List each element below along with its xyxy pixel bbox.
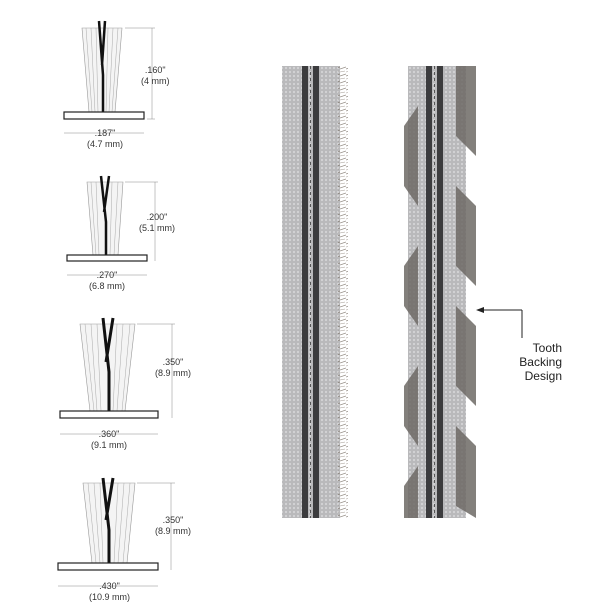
width-mm: (4.7 mm) bbox=[87, 139, 123, 149]
profile-2-height-label: .200" (5.1 mm) bbox=[139, 212, 175, 234]
height-mm: (8.9 mm) bbox=[155, 526, 191, 536]
width-mm: (10.9 mm) bbox=[88, 592, 130, 602]
weatherstrip-profile-3: .350" (8.9 mm) .360" (9.1 mm) bbox=[55, 312, 195, 457]
width-mm: (6.8 mm) bbox=[89, 281, 125, 291]
width-mm: (9.1 mm) bbox=[91, 440, 127, 450]
tooth-backing-callout: Tooth Backing Design bbox=[480, 341, 562, 383]
width-inches: .430" bbox=[99, 581, 120, 591]
weatherstrip-profile-2: .200" (5.1 mm) .270" (6.8 mm) bbox=[55, 172, 175, 297]
weatherstrip-profile-1: .160" (4 mm) .187" (4.7 mm) bbox=[55, 15, 175, 150]
height-inches: .200" bbox=[146, 212, 168, 222]
profile-2-drawing bbox=[66, 175, 158, 276]
height-inches: .350" bbox=[162, 515, 184, 525]
callout-arrow-icon bbox=[476, 307, 523, 338]
profile-2-width-label: .270" (6.8 mm) bbox=[87, 270, 127, 292]
standard-backing-strip bbox=[280, 66, 350, 518]
height-mm: (5.1 mm) bbox=[139, 223, 175, 233]
height-inches: .160" bbox=[144, 65, 166, 75]
profile-1-height-label: .160" (4 mm) bbox=[141, 65, 170, 87]
profile-3-height-label: .350" (8.9 mm) bbox=[155, 357, 191, 379]
tooth-strip-image bbox=[404, 66, 476, 518]
profile-3-width-label: .360" (9.1 mm) bbox=[89, 429, 129, 451]
profile-4-width-label: .430" (10.9 mm) bbox=[87, 581, 132, 603]
profile-1-drawing bbox=[63, 20, 155, 134]
tooth-backing-strip bbox=[404, 66, 476, 518]
callout-line-1: Tooth bbox=[532, 341, 562, 355]
profile-3-drawing bbox=[59, 317, 175, 435]
width-inches: .360" bbox=[98, 429, 120, 439]
height-mm: (8.9 mm) bbox=[155, 368, 191, 378]
profile-4-drawing bbox=[57, 477, 175, 587]
standard-strip-image bbox=[282, 66, 348, 518]
profile-4-height-label: .350" (8.9 mm) bbox=[155, 515, 191, 537]
height-mm: (4 mm) bbox=[141, 76, 170, 86]
profile-1-width-label: .187" (4.7 mm) bbox=[85, 128, 125, 150]
width-inches: .270" bbox=[96, 270, 118, 280]
weatherstrip-profile-4: .350" (8.9 mm) .430" (10.9 mm) bbox=[55, 470, 195, 603]
height-inches: .350" bbox=[162, 357, 184, 367]
width-inches: .187" bbox=[94, 128, 116, 138]
callout-line-2: Backing Design bbox=[519, 355, 562, 383]
